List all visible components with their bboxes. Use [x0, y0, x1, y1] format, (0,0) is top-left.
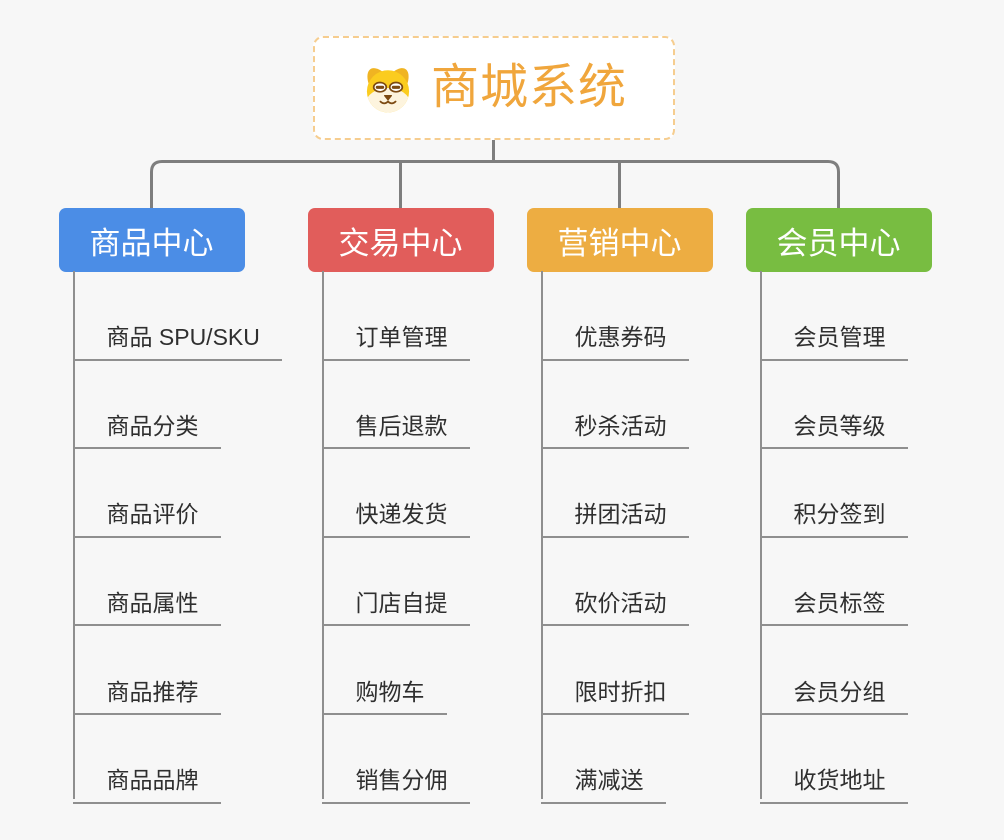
branch-column: 商品 SPU/SKU 商品分类商品评价商品属性商品推荐商品品牌 — [72, 271, 282, 804]
root-title: 商城系统 — [430, 61, 627, 114]
leaf-node: 商品推荐 — [72, 626, 282, 715]
trunk-line — [321, 271, 324, 799]
leaf-label[interactable]: 商品评价 — [72, 501, 221, 538]
leaf-node: 会员管理 — [759, 272, 908, 361]
leaf-node: 限时折扣 — [540, 626, 689, 715]
leaf-label[interactable]: 售后退款 — [321, 413, 470, 450]
branch-node[interactable]: 商品中心 — [58, 208, 245, 272]
leaf-node: 会员等级 — [759, 361, 908, 450]
root-node[interactable]: 商城系统 — [313, 36, 675, 140]
leaf-label[interactable]: 会员标签 — [759, 590, 908, 627]
leaf-label[interactable]: 购物车 — [321, 679, 447, 715]
leaf-label[interactable]: 限时折扣 — [540, 679, 689, 715]
leaf-node: 满减送 — [540, 715, 689, 804]
leaf-label[interactable]: 商品属性 — [72, 590, 221, 627]
leaf-label[interactable]: 快递发货 — [321, 501, 470, 538]
leaf-node: 商品评价 — [72, 449, 282, 538]
leaf-node: 商品 SPU/SKU — [72, 272, 282, 361]
branch-rail-line — [150, 160, 840, 208]
leaf-node: 积分签到 — [759, 449, 908, 538]
leaf-node: 收货地址 — [759, 715, 908, 804]
leaf-label[interactable]: 会员等级 — [759, 413, 908, 450]
leaf-label[interactable]: 砍价活动 — [540, 590, 689, 627]
leaf-node: 销售分佣 — [321, 715, 470, 804]
leaf-node: 会员分组 — [759, 626, 908, 715]
leaf-node: 订单管理 — [321, 272, 470, 361]
leaf-node: 商品属性 — [72, 538, 282, 627]
leaf-node: 砍价活动 — [540, 538, 689, 627]
leaf-label[interactable]: 拼团活动 — [540, 501, 689, 538]
leaf-label[interactable]: 商品分类 — [72, 413, 221, 450]
trunk-line — [759, 271, 762, 799]
leaf-label[interactable]: 秒杀活动 — [540, 413, 689, 450]
leaf-label[interactable]: 门店自提 — [321, 590, 470, 627]
leaf-node: 售后退款 — [321, 361, 470, 450]
branch-node[interactable]: 营销中心 — [526, 208, 713, 272]
leaf-label[interactable]: 满减送 — [540, 767, 666, 804]
leaf-node: 快递发货 — [321, 449, 470, 538]
leaf-node: 购物车 — [321, 626, 470, 715]
leaf-node: 秒杀活动 — [540, 361, 689, 450]
leaf-label[interactable]: 优惠券码 — [540, 324, 689, 361]
leaf-label[interactable]: 会员管理 — [759, 324, 908, 361]
leaf-label[interactable]: 会员分组 — [759, 679, 908, 715]
leaf-label[interactable]: 商品推荐 — [72, 679, 221, 715]
dog-face-icon — [366, 68, 410, 113]
branch-node[interactable]: 会员中心 — [745, 208, 932, 272]
leaf-label[interactable]: 订单管理 — [321, 324, 470, 361]
leaf-node: 会员标签 — [759, 538, 908, 627]
leaf-label[interactable]: 积分签到 — [759, 501, 908, 538]
leaf-node: 门店自提 — [321, 538, 470, 627]
branch-node[interactable]: 交易中心 — [307, 208, 494, 272]
leaf-label[interactable]: 商品 SPU/SKU — [72, 324, 282, 361]
branch-column: 会员管理会员等级积分签到会员标签会员分组收货地址 — [759, 271, 908, 804]
leaf-label[interactable]: 销售分佣 — [321, 767, 470, 804]
leaf-label[interactable]: 收货地址 — [759, 767, 908, 804]
leaf-node: 商品分类 — [72, 361, 282, 450]
leaf-node: 拼团活动 — [540, 449, 689, 538]
branch-column: 订单管理售后退款快递发货门店自提购物车销售分佣 — [321, 271, 470, 804]
leaf-node: 优惠券码 — [540, 272, 689, 361]
leaf-node: 商品品牌 — [72, 715, 282, 804]
trunk-line — [72, 271, 75, 799]
branch-column: 优惠券码秒杀活动拼团活动砍价活动限时折扣满减送 — [540, 271, 689, 804]
leaf-label[interactable]: 商品品牌 — [72, 767, 221, 804]
trunk-line — [540, 271, 543, 799]
